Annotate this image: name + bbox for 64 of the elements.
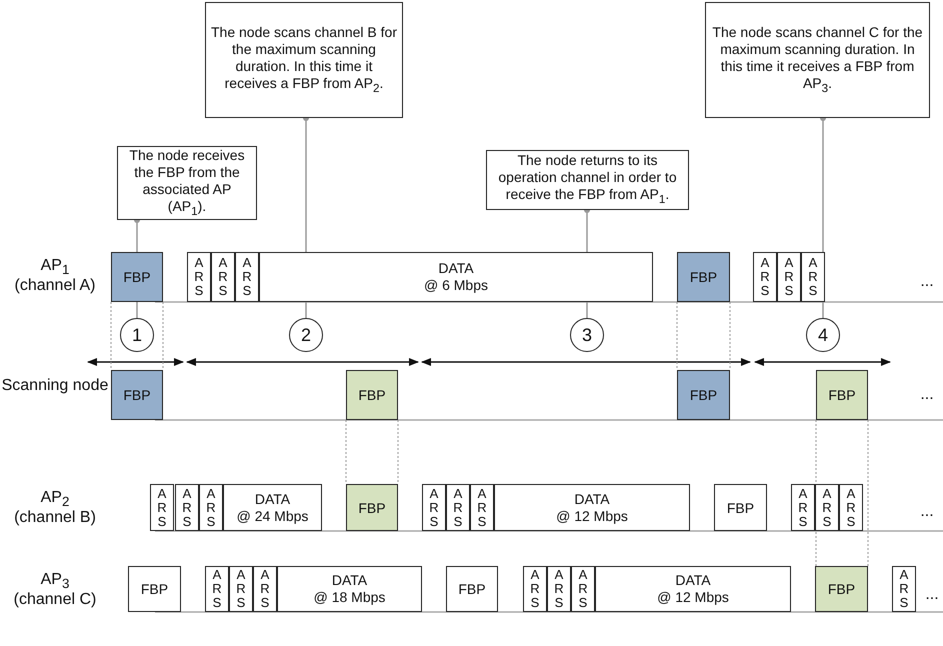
- guide-line: [676, 302, 678, 370]
- guide-line: [110, 302, 112, 370]
- ars-slot: A R S: [446, 484, 470, 531]
- ars-slot: A R S: [187, 252, 211, 302]
- leader-line: [822, 302, 824, 318]
- ars-slot: A R S: [801, 252, 825, 302]
- data-slot: DATA @ 24 Mbps: [223, 484, 322, 531]
- data-slot: DATA @ 18 Mbps: [277, 566, 422, 612]
- row-label: (channel C): [12, 590, 98, 610]
- ars-slot: A R S: [253, 566, 277, 612]
- frame-slot: FBP: [346, 484, 398, 531]
- ars-slot: A R S: [211, 252, 235, 302]
- ellipsis: ...: [919, 272, 935, 292]
- ars-slot: A R S: [753, 252, 777, 302]
- callout-box: The node scans channel B for the maximum scanning duration. In this time it receives a FBP from AP$_{2}$.: [205, 2, 403, 118]
- ars-slot: A R S: [547, 566, 571, 612]
- ars-slot: A R S: [470, 484, 494, 531]
- leader-line: [586, 302, 588, 318]
- ars-slot: A R S: [229, 566, 253, 612]
- ars-slot: A R S: [892, 566, 916, 612]
- data-slot: DATA @ 12 Mbps: [494, 484, 690, 531]
- ars-slot: A R S: [175, 484, 199, 531]
- row-label: AP$_{2}$: [40, 488, 70, 510]
- data-slot: DATA @ 12 Mbps: [595, 566, 791, 612]
- frame-slot: FBP: [714, 484, 767, 531]
- leader-line: [136, 302, 138, 318]
- ars-slot: A R S: [205, 566, 229, 612]
- ellipsis: ...: [919, 385, 935, 405]
- step-number: 2: [289, 318, 323, 352]
- ars-slot: A R S: [422, 484, 446, 531]
- ars-slot: A R S: [150, 484, 174, 531]
- ars-slot: A R S: [815, 484, 839, 531]
- row-label: (channel A): [14, 276, 96, 296]
- ellipsis: ...: [924, 585, 940, 605]
- callout-box: The node receives the FBP from the associated AP (AP$_{1}$).: [117, 146, 257, 220]
- ars-slot: A R S: [571, 566, 595, 612]
- ellipsis: ...: [919, 502, 935, 522]
- row-label: AP$_{3}$: [40, 570, 70, 592]
- callout-box: The node scans channel C for the maximum scanning duration. In this time it receives a FBP from AP$_{3}$.: [705, 2, 930, 118]
- frame-slot: FBP: [346, 370, 398, 420]
- ars-slot: A R S: [777, 252, 801, 302]
- ars-slot: A R S: [839, 484, 863, 531]
- frame-slot: FBP: [677, 252, 730, 302]
- callout-box: The node returns to its operation channel in order to receive the FBP from AP$_{1}$.: [486, 150, 689, 210]
- ars-slot: A R S: [523, 566, 547, 612]
- ars-slot: A R S: [235, 252, 259, 302]
- row-label: Scanning node: [0, 376, 110, 396]
- frame-slot: FBP: [815, 566, 868, 612]
- frame-slot: FBP: [816, 370, 868, 420]
- ars-slot: A R S: [199, 484, 223, 531]
- leader-line: [305, 302, 307, 318]
- frame-slot: FBP: [111, 370, 163, 420]
- frame-slot: FBP: [446, 566, 498, 612]
- ars-slot: A R S: [791, 484, 815, 531]
- row-label: (channel B): [13, 508, 97, 528]
- guide-line: [162, 302, 164, 370]
- frame-slot: FBP: [128, 566, 181, 612]
- step-number: 1: [120, 318, 154, 352]
- step-number: 3: [570, 318, 604, 352]
- frame-slot: FBP: [677, 370, 730, 420]
- step-number: 4: [806, 318, 840, 352]
- row-label: AP$_{1}$: [40, 256, 70, 278]
- data-slot: DATA @ 6 Mbps: [259, 252, 653, 302]
- frame-slot: FBP: [111, 252, 163, 302]
